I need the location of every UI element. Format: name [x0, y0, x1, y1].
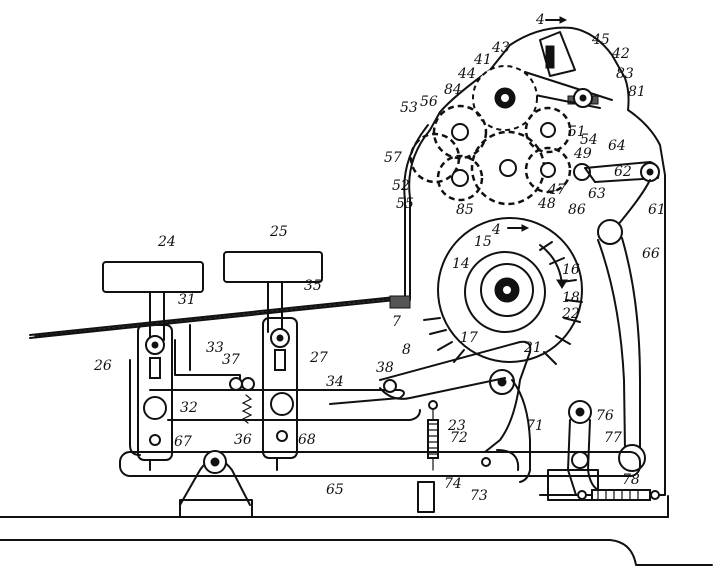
key-24	[102, 261, 204, 341]
label-85: 85	[456, 202, 474, 218]
section-markers	[507, 16, 568, 232]
label-68: 68	[298, 432, 316, 448]
label-41: 41	[473, 52, 492, 68]
label-38: 38	[376, 360, 394, 376]
label-45: 45	[591, 32, 610, 48]
label-73: 73	[470, 488, 488, 504]
label-56: 56	[420, 94, 438, 110]
key-25	[223, 251, 323, 333]
label-27: 27	[309, 350, 328, 366]
label-83: 83	[616, 66, 634, 82]
label-7: 7	[392, 314, 401, 330]
label-18: 18	[562, 290, 580, 306]
label-17: 17	[460, 330, 478, 346]
reference-numerals: 4 45 42 43 41 44 83 81 84 56 53 51 54 49…	[93, 12, 666, 504]
label-71: 71	[526, 418, 544, 434]
label-33: 33	[206, 340, 224, 356]
label-67: 67	[174, 434, 192, 450]
label-37: 37	[222, 352, 240, 368]
label-31: 31	[178, 292, 196, 308]
base-plate	[0, 495, 713, 566]
label-34: 34	[326, 374, 344, 390]
label-4-top: 4	[535, 12, 545, 28]
label-47: 47	[547, 182, 566, 198]
label-81: 81	[628, 84, 646, 100]
label-86: 86	[568, 202, 586, 218]
label-74: 74	[444, 476, 462, 492]
label-78: 78	[622, 472, 640, 488]
type-wheel	[423, 217, 583, 395]
bail-bar-65	[119, 450, 641, 518]
label-24: 24	[157, 234, 176, 250]
label-53: 53	[400, 100, 418, 116]
lever-71	[379, 340, 532, 483]
label-42: 42	[611, 46, 630, 62]
frame-housing	[389, 26, 666, 496]
label-51: 51	[568, 124, 586, 140]
spring-23	[427, 400, 439, 471]
label-48: 48	[537, 196, 556, 212]
label-16: 16	[562, 262, 580, 278]
key-stems	[137, 317, 298, 471]
label-15: 15	[474, 234, 492, 250]
label-23: 23	[447, 418, 466, 434]
gear-43	[472, 65, 593, 131]
label-76: 76	[596, 408, 614, 424]
label-66: 66	[642, 246, 660, 262]
label-36: 36	[234, 432, 252, 448]
label-32: 32	[180, 400, 198, 416]
label-64: 64	[608, 138, 626, 154]
label-35: 35	[304, 278, 322, 294]
label-54: 54	[580, 132, 598, 148]
label-63: 63	[588, 186, 606, 202]
label-61: 61	[648, 202, 666, 218]
gear-cluster	[409, 104, 591, 206]
label-52: 52	[392, 178, 410, 194]
label-25: 25	[269, 224, 288, 240]
label-57: 57	[384, 150, 402, 166]
label-4-bottom: 4	[491, 222, 501, 238]
label-26: 26	[93, 358, 112, 374]
label-72: 72	[450, 430, 468, 446]
label-14: 14	[452, 256, 470, 272]
lever-76-78	[547, 400, 660, 501]
label-22: 22	[561, 306, 580, 322]
keyboard-plate	[29, 296, 396, 339]
label-49: 49	[573, 146, 592, 162]
label-44: 44	[457, 66, 476, 82]
label-43: 43	[491, 40, 510, 56]
label-8: 8	[402, 342, 411, 358]
label-84: 84	[444, 82, 462, 98]
label-55: 55	[396, 196, 414, 212]
label-62: 62	[614, 164, 632, 180]
label-77: 77	[604, 430, 622, 446]
label-65: 65	[326, 482, 344, 498]
label-21: 21	[523, 340, 542, 356]
